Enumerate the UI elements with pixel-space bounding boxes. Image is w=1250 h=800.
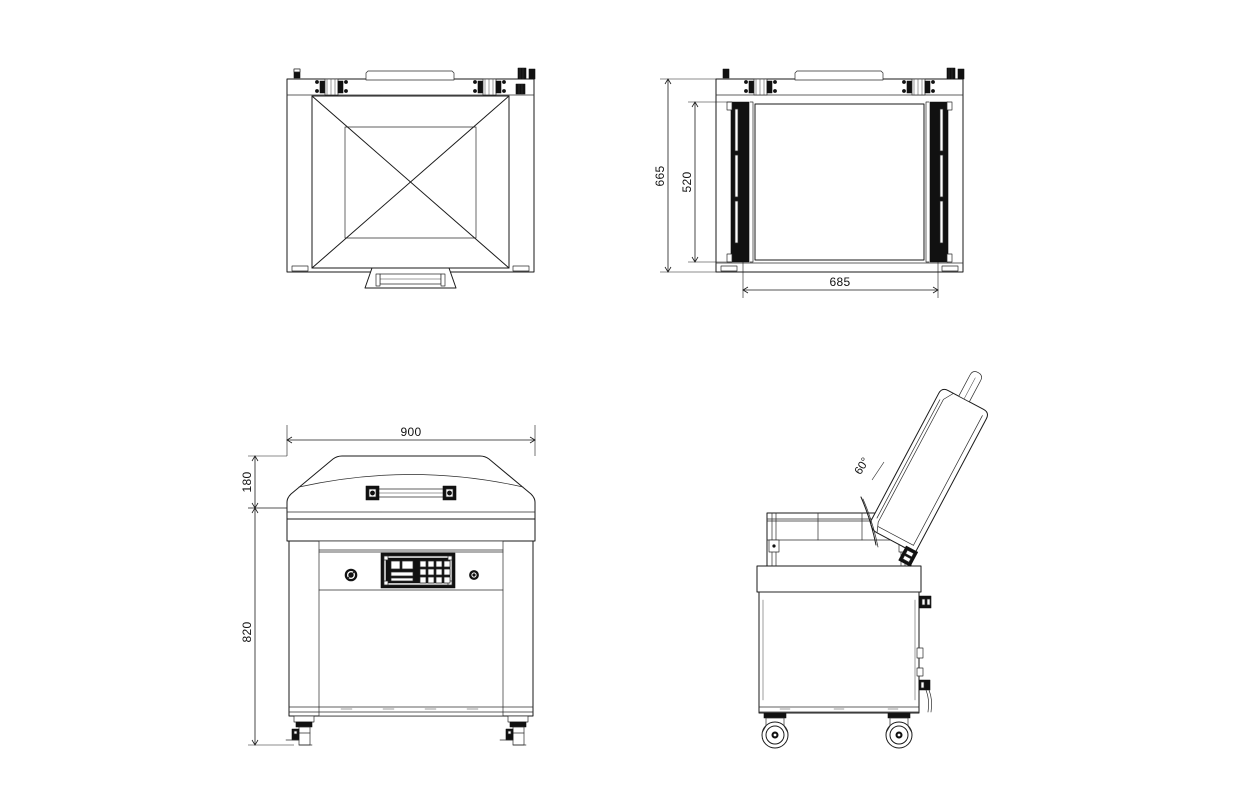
dimension-685-label: 685 — [830, 275, 851, 289]
side-view-rear-hardware — [916, 595, 933, 713]
angle-60-label: 60° — [853, 456, 872, 477]
side-view-caster-right — [885, 712, 913, 749]
side-view-gas-strut-2 — [862, 498, 879, 548]
top-view-bottom-feet — [291, 265, 530, 272]
top-view — [286, 67, 536, 289]
side-view-gas-strut — [860, 496, 877, 546]
top-view-corner-studs — [293, 67, 536, 95]
top-view-rear-handle — [365, 70, 455, 81]
side-view: 60° — [756, 371, 988, 749]
front-view-lid-handle — [365, 485, 457, 501]
dimension-665: 665 — [653, 78, 716, 273]
chamber-plan-inner-chamber — [754, 103, 925, 261]
front-view-control-panel[interactable] — [380, 552, 456, 589]
control-panel-keypad[interactable] — [419, 560, 451, 584]
side-view-top-band — [756, 565, 922, 593]
front-view-dome-crown-line — [298, 474, 524, 488]
dimension-665-label: 665 — [653, 166, 667, 187]
front-view-caster-right — [499, 715, 529, 746]
top-view-hinge-left — [315, 78, 348, 96]
chamber-plan-rear-handle — [794, 70, 884, 81]
side-view-open-lid — [870, 371, 988, 567]
dimension-820-label: 820 — [240, 622, 254, 643]
front-view-upper-band — [286, 518, 536, 542]
top-view-hinge-right — [473, 78, 506, 96]
dimension-180: 180 — [240, 455, 287, 509]
dimension-180-label: 180 — [240, 472, 254, 493]
chamber-plan-bottom-feet — [720, 265, 959, 272]
chamber-plan-view: 665 520 685 — [653, 67, 965, 298]
chamber-plan-sealing-bar-right — [925, 101, 953, 263]
chamber-plan-sealing-bar-left — [726, 101, 754, 263]
front-view-power-knob[interactable] — [344, 568, 358, 582]
front-view-caster-left — [285, 715, 315, 746]
dimension-820: 820 — [240, 507, 294, 746]
front-view-indicator-lamp — [469, 570, 479, 580]
control-panel-display — [390, 560, 414, 582]
dimension-685: 685 — [742, 262, 939, 298]
dimension-520-label: 520 — [680, 172, 694, 193]
angle-60-leader — [871, 461, 885, 481]
chamber-plan-corner-studs — [722, 67, 965, 80]
dimension-900-label: 900 — [401, 425, 422, 439]
dimension-520: 520 — [680, 101, 731, 263]
chamber-plan-hinge-right — [902, 78, 935, 96]
side-view-caster-left — [761, 712, 789, 749]
front-view-lid-dome — [286, 455, 536, 520]
top-view-front-handle — [364, 267, 457, 289]
front-view: 900 180 820 — [240, 425, 536, 746]
top-view-diagonal-2 — [311, 95, 510, 269]
dimension-900: 900 — [286, 425, 536, 456]
chamber-plan-hinge-left — [744, 78, 777, 96]
